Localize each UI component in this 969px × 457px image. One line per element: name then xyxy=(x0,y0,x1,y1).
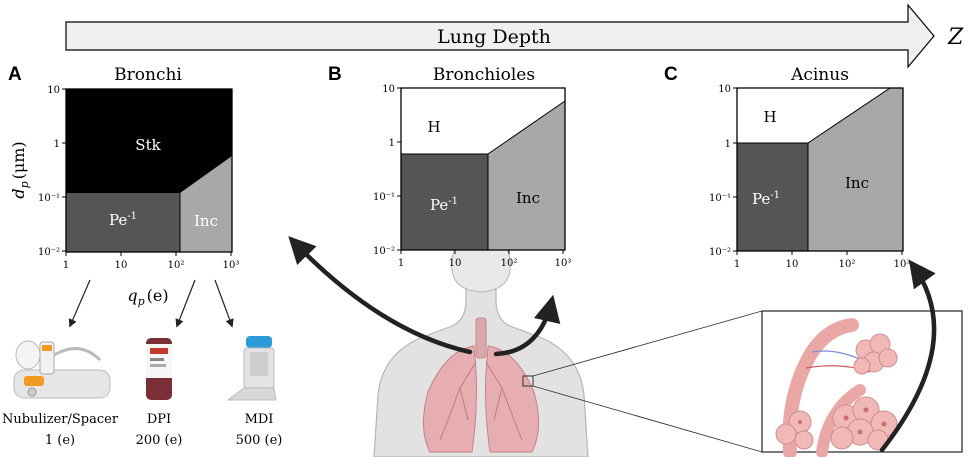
x-tick: 1 xyxy=(734,259,740,270)
x-tick: 10² xyxy=(839,259,856,270)
panel-letter-c: C xyxy=(664,64,678,85)
acinus-inset-illustration xyxy=(761,310,963,457)
region-label-pe: Pe-1 xyxy=(109,211,137,229)
panel-title-bronchioles: Bronchioles xyxy=(433,65,535,85)
y-tick: 10 xyxy=(718,84,731,95)
x-tick: 10³ xyxy=(223,260,240,271)
y-tick: 10⁻¹ xyxy=(38,193,60,204)
region-label-h: H xyxy=(427,118,440,136)
x-tick: 10 xyxy=(449,258,462,269)
inc-region xyxy=(488,101,565,250)
mdi-inhaler-icon xyxy=(226,336,277,401)
nebulizer-icon xyxy=(13,340,111,399)
right-lung xyxy=(485,345,539,453)
x-axis-label: qp(e) xyxy=(127,286,168,308)
panel-title-acinus: Acinus xyxy=(790,65,849,85)
device-name-mdi: MDI xyxy=(245,412,274,427)
region-label-inc: Inc xyxy=(845,174,869,192)
device-arrows xyxy=(68,279,234,328)
y-tick: 10 xyxy=(382,84,395,95)
y-tick: 1 xyxy=(389,138,395,149)
x-tick: 1 xyxy=(398,258,404,269)
region-label-inc: Inc xyxy=(194,212,218,230)
region-label-inc: Inc xyxy=(516,189,540,207)
x-tick: 10² xyxy=(501,258,518,269)
panel-title-bronchi: Bronchi xyxy=(114,65,182,85)
region-label-h: H xyxy=(763,108,776,126)
region-label-pe: Pe-1 xyxy=(752,190,780,208)
left-lung xyxy=(423,345,477,453)
y-tick: 10⁻¹ xyxy=(709,193,731,204)
region-arrows xyxy=(288,236,937,453)
pe-region xyxy=(737,143,808,251)
y-axis-label: dp(μm) xyxy=(9,141,31,198)
x-tick: 10³ xyxy=(894,259,911,270)
region-label-stk: Stk xyxy=(135,136,161,154)
panel-letter-a: A xyxy=(8,64,22,85)
panel-acinus: C Acinus H Pe-1 Inc 10 1 10⁻¹ 10⁻² 1 10 … xyxy=(664,64,910,270)
device-name-nebulizer: Nubulizer/Spacer xyxy=(2,412,119,427)
region-label-pe: Pe-1 xyxy=(430,196,458,214)
x-tick: 10 xyxy=(786,259,799,270)
panel-letter-b: B xyxy=(328,64,342,85)
device-name-dpi: DPI xyxy=(147,412,171,427)
pe-region xyxy=(66,193,180,252)
device-charge-nebulizer: 1 (e) xyxy=(45,433,75,448)
zoom-marker xyxy=(522,375,534,387)
x-tick: 10 xyxy=(115,260,128,271)
z-axis-symbol: Z xyxy=(947,25,964,50)
x-tick: 10² xyxy=(168,260,185,271)
x-tick: 10³ xyxy=(555,258,572,269)
lung-depth-label: Lung Depth xyxy=(437,26,551,48)
device-charge-mdi: 500 (e) xyxy=(236,433,283,448)
y-tick: 1 xyxy=(725,139,731,150)
pe-region xyxy=(401,154,488,250)
panel-bronchi: A Bronchi Stk Pe-1 Inc 10 1 10⁻¹ 10⁻² 1 … xyxy=(8,64,239,308)
y-tick: 10⁻² xyxy=(38,247,60,258)
x-tick: 1 xyxy=(63,260,69,271)
dpi-inhaler-icon xyxy=(146,338,172,400)
y-tick: 10 xyxy=(47,85,60,96)
y-tick: 10⁻² xyxy=(709,247,731,258)
y-tick: 1 xyxy=(54,139,60,150)
lung-depth-arrow: Lung Depth Z xyxy=(65,3,964,69)
panel-bronchioles: B Bronchioles H Pe-1 Inc 10 1 10⁻¹ 10⁻² … xyxy=(328,64,571,269)
y-tick: 10⁻¹ xyxy=(373,192,395,203)
inc-region xyxy=(180,156,232,252)
inc-region xyxy=(808,88,903,251)
device-charge-dpi: 200 (e) xyxy=(136,433,183,448)
y-tick: 10⁻² xyxy=(373,246,395,257)
